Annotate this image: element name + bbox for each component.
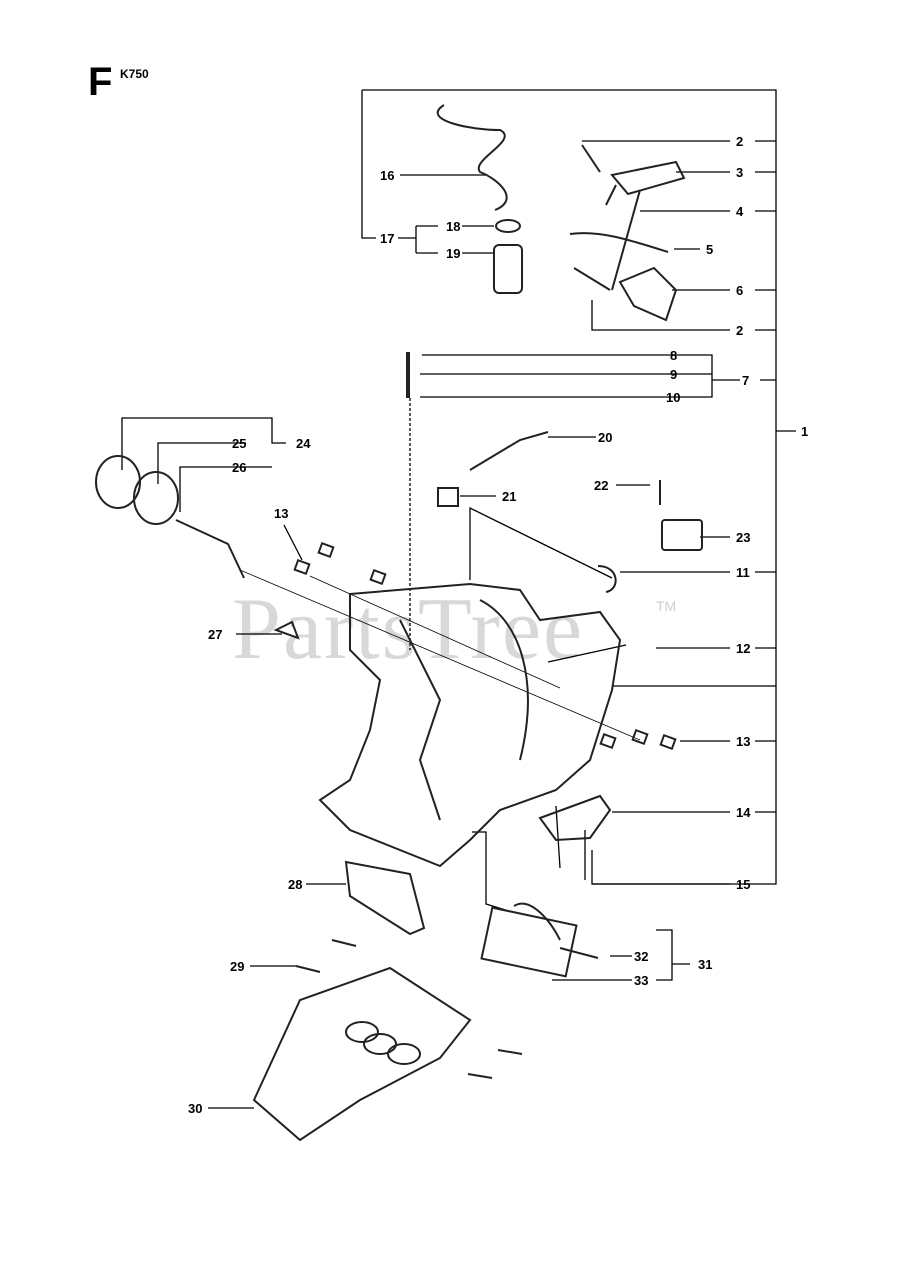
callout-16[interactable]: 16 bbox=[380, 168, 395, 183]
section-letter: F bbox=[88, 60, 113, 104]
callout-20[interactable]: 20 bbox=[598, 430, 613, 445]
callout-31[interactable]: 31 bbox=[698, 957, 713, 972]
callout-8[interactable]: 8 bbox=[670, 348, 678, 363]
callout-1[interactable]: 1 bbox=[801, 424, 809, 439]
callout-3[interactable]: 3 bbox=[736, 165, 744, 180]
callout-11[interactable]: 11 bbox=[736, 565, 750, 580]
callout-13-right[interactable]: 13 bbox=[736, 734, 751, 749]
trademark-mark: TM bbox=[656, 598, 677, 614]
callout-18[interactable]: 18 bbox=[446, 219, 461, 234]
callout-26[interactable]: 26 bbox=[232, 460, 247, 475]
model-name: K750 bbox=[120, 67, 149, 81]
callout-4[interactable]: 4 bbox=[736, 204, 744, 219]
callout-7[interactable]: 7 bbox=[742, 373, 750, 388]
callout-23[interactable]: 23 bbox=[736, 530, 751, 545]
callout-12[interactable]: 12 bbox=[736, 641, 751, 656]
callout-22[interactable]: 22 bbox=[594, 478, 609, 493]
callout-9[interactable]: 9 bbox=[670, 367, 678, 382]
callout-28[interactable]: 28 bbox=[288, 877, 303, 892]
callout-25[interactable]: 25 bbox=[232, 436, 247, 451]
callout-33[interactable]: 33 bbox=[634, 973, 649, 988]
callout-17[interactable]: 17 bbox=[380, 231, 395, 246]
callout-10[interactable]: 10 bbox=[666, 390, 681, 405]
callout-32[interactable]: 32 bbox=[634, 949, 649, 964]
callout-2b[interactable]: 2 bbox=[736, 323, 744, 338]
callout-19[interactable]: 19 bbox=[446, 246, 461, 261]
callout-21[interactable]: 21 bbox=[502, 489, 517, 504]
callout-24[interactable]: 24 bbox=[296, 436, 311, 451]
callout-15[interactable]: 15 bbox=[736, 877, 751, 892]
callout-5[interactable]: 5 bbox=[706, 242, 714, 257]
callout-14[interactable]: 14 bbox=[736, 805, 751, 820]
callout-29[interactable]: 29 bbox=[230, 959, 245, 974]
callout-2[interactable]: 2 bbox=[736, 134, 744, 149]
callout-13-left[interactable]: 13 bbox=[274, 506, 289, 521]
callout-6[interactable]: 6 bbox=[736, 283, 744, 298]
callout-30[interactable]: 30 bbox=[188, 1101, 203, 1116]
callout-27[interactable]: 27 bbox=[208, 627, 223, 642]
